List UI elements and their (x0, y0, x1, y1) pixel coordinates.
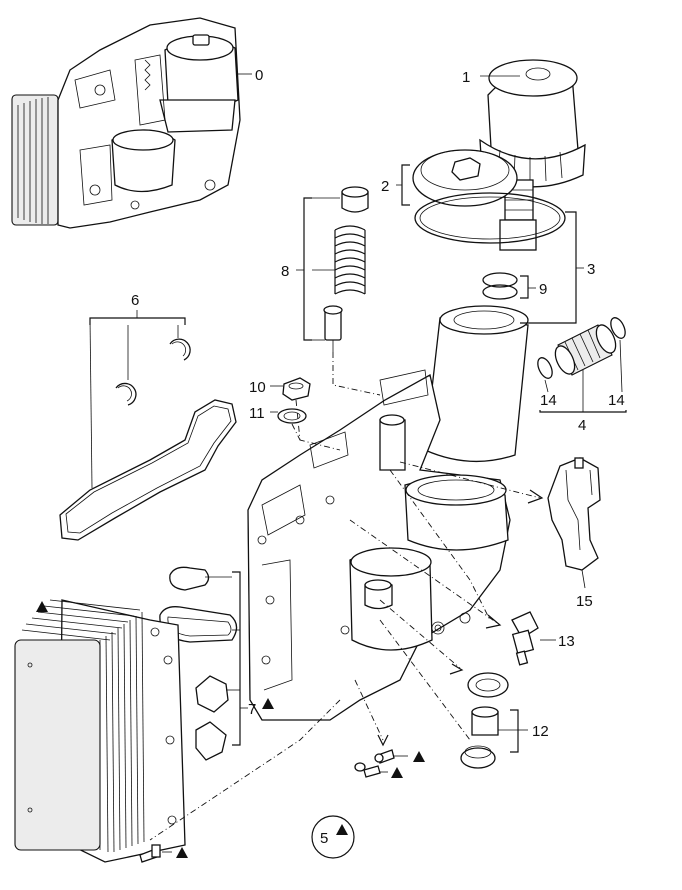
arrowheads (377, 489, 544, 747)
gasket-set (59, 338, 237, 541)
callout-14a: 14 (540, 392, 557, 409)
sealing-washer (277, 408, 307, 424)
triangle-icon (336, 824, 348, 835)
callout-3: 3 (587, 261, 595, 278)
callout-5: 5 (320, 830, 328, 847)
triangle-icon (413, 751, 425, 762)
pipe-fittings (460, 672, 509, 769)
callout-12: 12 (532, 723, 549, 740)
callout-2: 2 (381, 178, 389, 195)
strainer-with-seals (537, 317, 626, 379)
triangle-icon (391, 767, 403, 778)
triangle-icon (36, 601, 48, 612)
callout-1: 1 (462, 69, 470, 86)
callout-6: 6 (131, 292, 139, 309)
callout-7: 7 (248, 701, 256, 718)
oil-filter-housing (247, 369, 511, 721)
temperature-sensor (511, 611, 539, 666)
valve-spring-assembly (323, 186, 369, 352)
assembly-lines (149, 352, 541, 841)
assembled-oil-filter-housing (11, 17, 241, 229)
o-rings-pair (482, 272, 518, 300)
triangle-icon (176, 847, 188, 858)
callout-8: 8 (281, 263, 289, 280)
small-screw-upper (374, 749, 395, 764)
callout-15: 15 (576, 593, 593, 610)
cooler-screw (139, 844, 161, 863)
small-screw-lower (354, 762, 381, 778)
callout-4: 4 (578, 417, 586, 434)
callout-9: 9 (539, 281, 547, 298)
callout-11: 11 (249, 405, 265, 422)
triangle-icon (262, 698, 274, 709)
oil-cooler (14, 599, 186, 863)
callout-0: 0 (255, 67, 263, 84)
callout-5-circle: 5 (311, 815, 355, 859)
callout-13: 13 (558, 633, 575, 650)
oil-filter-element (424, 305, 529, 463)
callout-14b: 14 (608, 392, 625, 409)
thermostat-insert (547, 457, 601, 571)
filter-cover-with-seal (412, 149, 566, 244)
screw-plug (282, 377, 311, 401)
callout-10: 10 (249, 379, 266, 396)
